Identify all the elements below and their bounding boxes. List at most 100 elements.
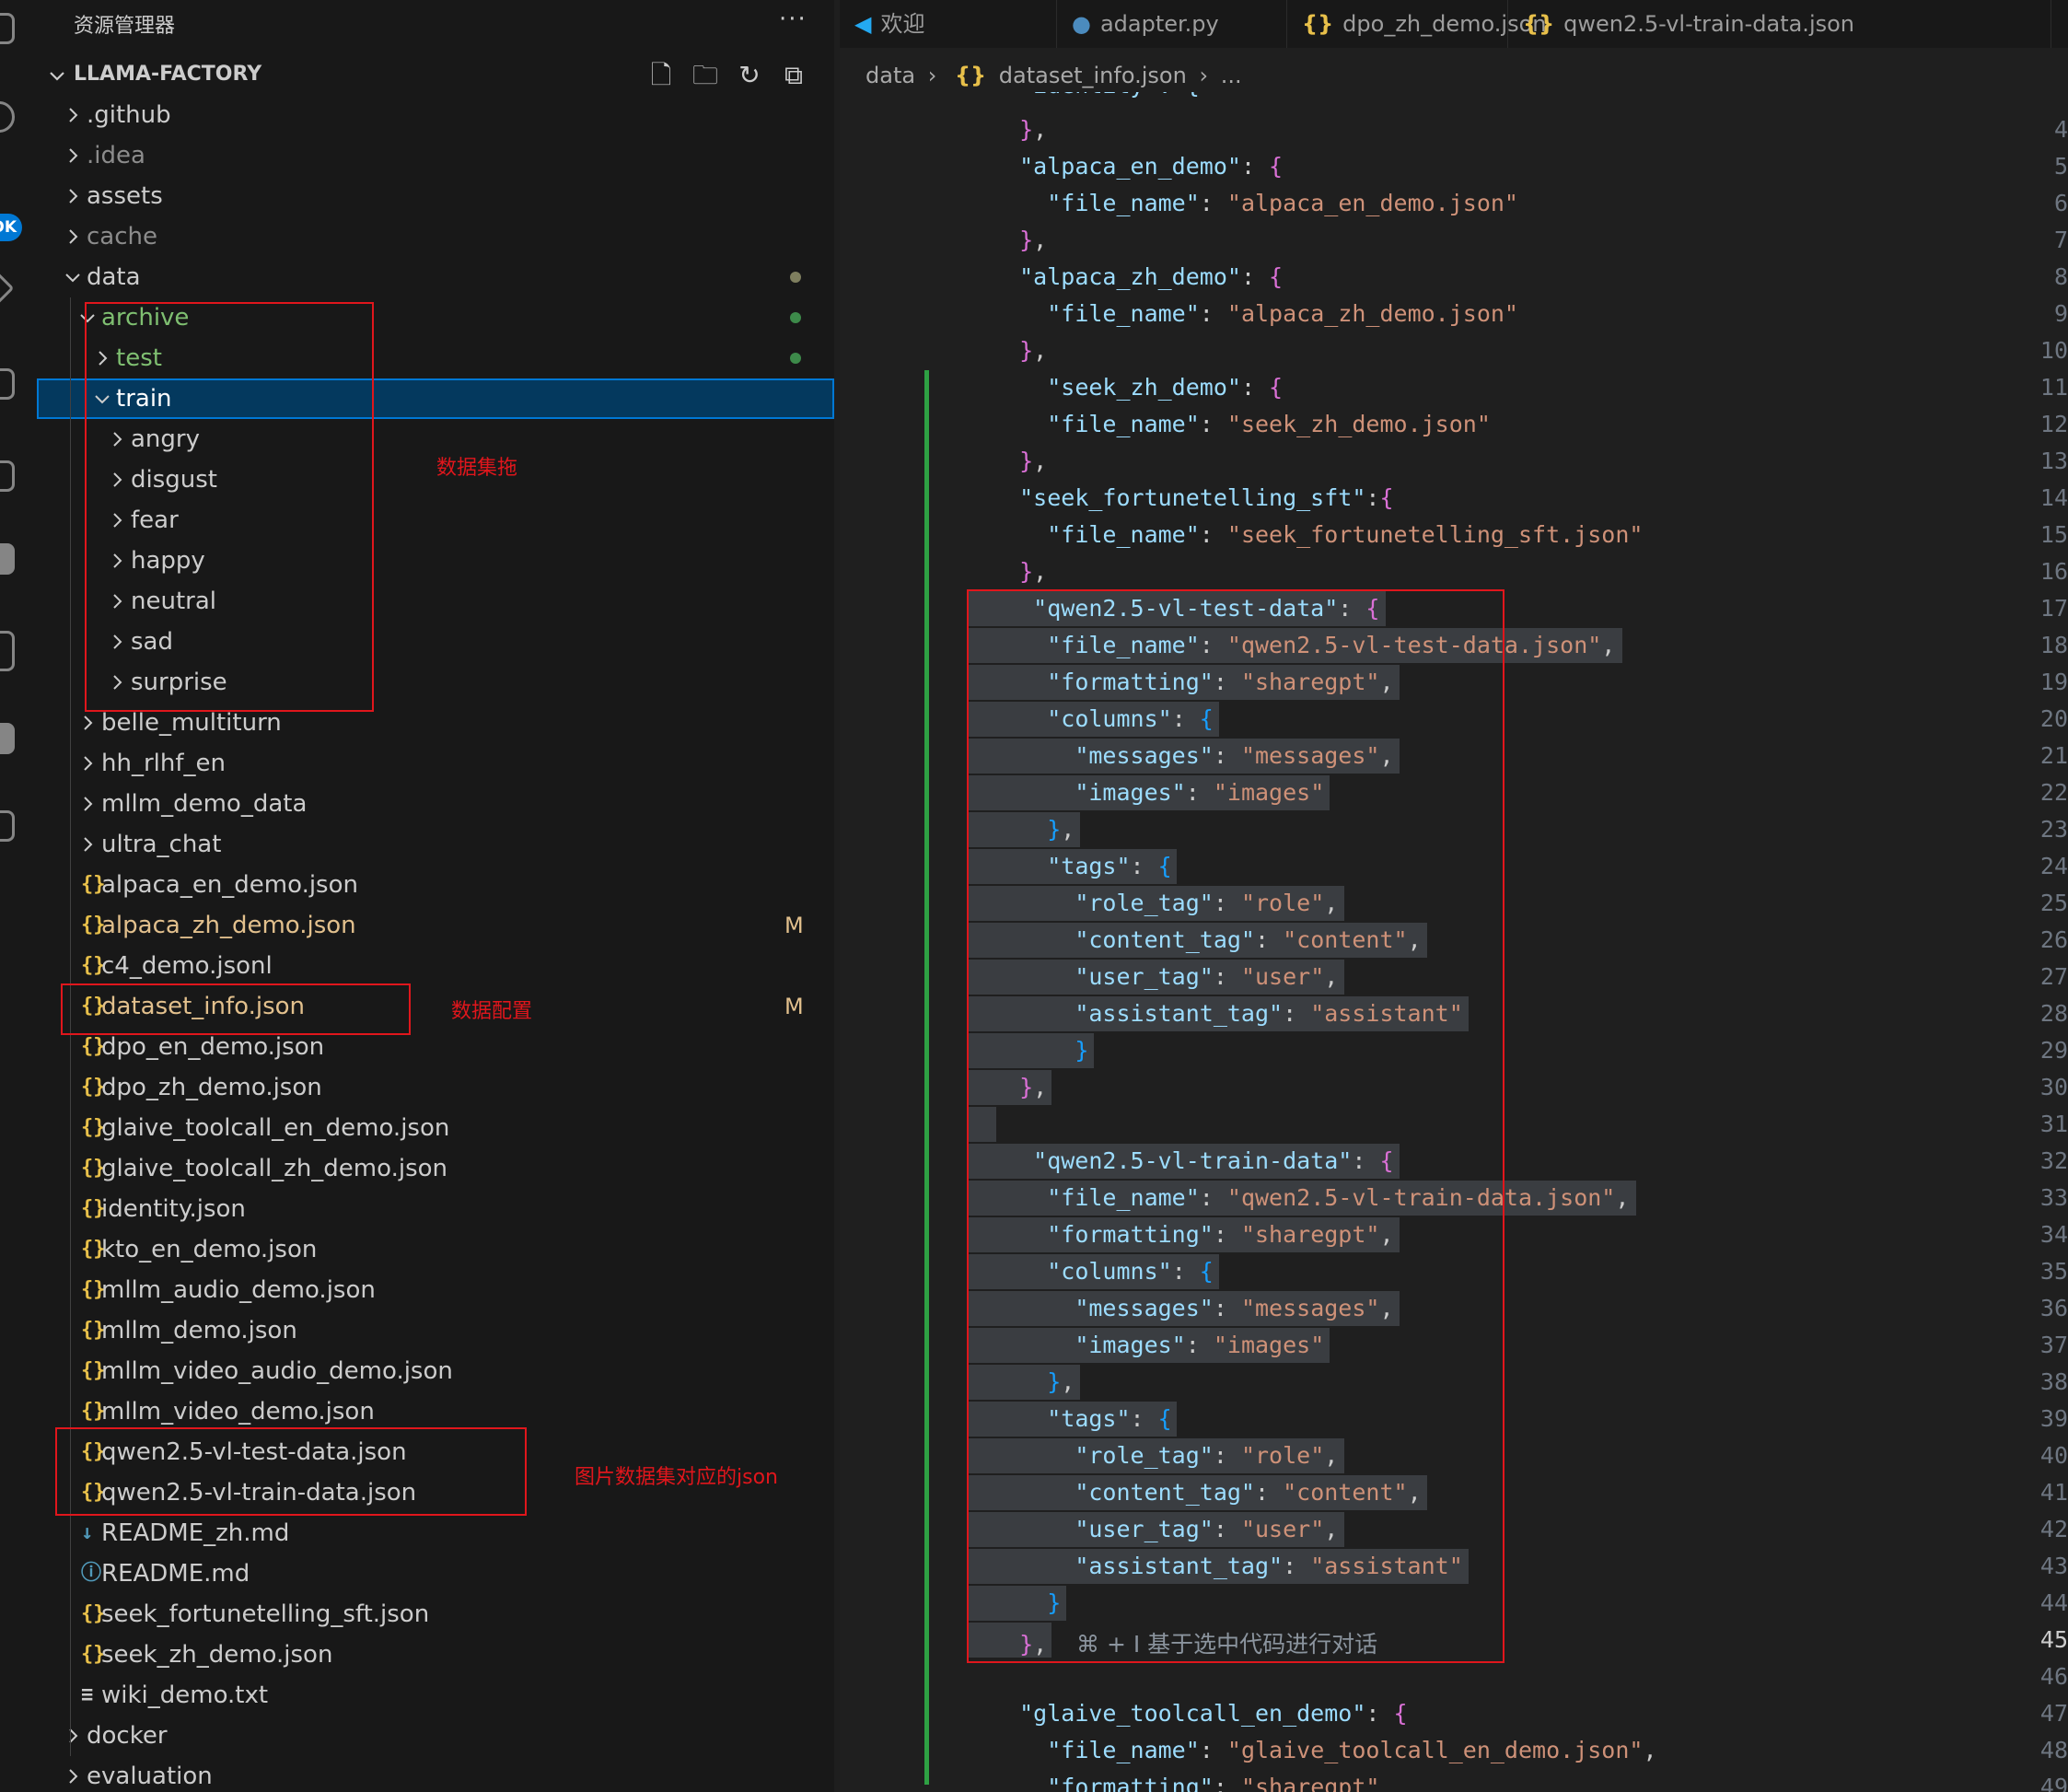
- refresh-icon[interactable]: ↻: [738, 60, 761, 90]
- editor-tab[interactable]: {}dpo_zh_demo.json: [1287, 0, 1546, 48]
- new-folder-icon[interactable]: 🗀: [691, 60, 718, 90]
- tree-file[interactable]: {}mllm_audio_demo.json: [37, 1270, 834, 1310]
- json-file-icon: {}: [81, 1440, 106, 1463]
- tree-folder[interactable]: belle_multiturn: [37, 703, 834, 743]
- tree-folder[interactable]: neutral: [37, 581, 834, 622]
- new-file-icon[interactable]: 🗋: [650, 60, 672, 90]
- run-debug-icon[interactable]: [0, 271, 15, 306]
- explorer-title: 资源管理器: [74, 15, 176, 38]
- explorer-toolbar: 🗋 🗀 ↻ ⧉: [645, 59, 821, 92]
- tree-item-label: ultra_chat: [101, 831, 222, 858]
- tree-file[interactable]: {}mllm_video_demo.json: [37, 1391, 834, 1432]
- tree-file[interactable]: ≡wiki_demo.txt: [37, 1675, 834, 1716]
- tree-folder[interactable]: mllm_demo_data: [37, 784, 834, 824]
- editor-tab[interactable]: {}qwen2.5-vl-train-data.json: [1508, 0, 2051, 48]
- selection-highlight: [969, 1402, 1178, 1437]
- tree-file[interactable]: {}glaive_toolcall_zh_demo.json: [37, 1148, 834, 1189]
- tree-file[interactable]: {}qwen2.5-vl-test-data.json: [37, 1432, 834, 1472]
- tree-item-label: archive: [101, 304, 190, 332]
- tree-folder[interactable]: angry: [37, 419, 834, 460]
- python-env-icon[interactable]: [0, 723, 15, 754]
- tree-item-label: README.md: [101, 1560, 250, 1588]
- tree-folder[interactable]: train: [37, 378, 834, 419]
- chevron-right-icon: [113, 472, 122, 487]
- json-file-icon: {}: [81, 1197, 106, 1220]
- tree-file[interactable]: {}glaive_toolcall_en_demo.json: [37, 1108, 834, 1148]
- tree-file[interactable]: {}identity.json: [37, 1189, 834, 1229]
- markdown-file-icon: ↓: [81, 1521, 94, 1544]
- tree-item-label: kto_en_demo.json: [101, 1236, 318, 1263]
- tree-file[interactable]: {}mllm_video_audio_demo.json: [37, 1351, 834, 1391]
- remote-icon[interactable]: [0, 543, 15, 575]
- tab-label: dpo_zh_demo.json: [1342, 11, 1547, 37]
- testing-icon[interactable]: [0, 460, 15, 492]
- more-actions-icon[interactable]: ···: [779, 6, 807, 33]
- tree-file[interactable]: {}kto_en_demo.json: [37, 1229, 834, 1270]
- code-line: "content_tag": "content",: [1075, 926, 1422, 953]
- inline-chat-hint[interactable]: ⌘ + I 基于选中代码进行对话: [1047, 1631, 1378, 1658]
- breadcrumb-file[interactable]: dataset_info.json: [998, 63, 1187, 88]
- git-status-dot: [790, 353, 801, 364]
- code-line: "columns": {: [1047, 1258, 1214, 1285]
- tree-file[interactable]: {}dpo_en_demo.json: [37, 1027, 834, 1067]
- project-header[interactable]: LLAMA-FACTORY 🗋🗀↻⧉: [37, 57, 834, 94]
- tree-item-label: dpo_zh_demo.json: [101, 1074, 322, 1101]
- tree-folder[interactable]: ultra_chat: [37, 824, 834, 865]
- extensions-icon[interactable]: [0, 368, 15, 400]
- code-editor[interactable]: "identity": {4 },5 "alpaca_en_demo": {6 …: [840, 92, 2068, 1792]
- chevron-right-icon: [69, 1728, 78, 1743]
- tree-file[interactable]: {}alpaca_en_demo.json: [37, 865, 834, 905]
- tree-folder[interactable]: .github: [37, 95, 834, 135]
- line-number: 33: [2039, 1184, 2068, 1211]
- tree-folder[interactable]: archive: [37, 297, 834, 338]
- line-number: 27: [2039, 963, 2068, 990]
- tree-file[interactable]: {}qwen2.5-vl-train-data.json: [37, 1472, 834, 1513]
- tree-folder[interactable]: assets: [37, 176, 834, 216]
- tree-folder[interactable]: hh_rlhf_en: [37, 743, 834, 784]
- line-number: 21: [2039, 742, 2068, 769]
- tree-file[interactable]: ↓README_zh.md: [37, 1513, 834, 1553]
- json-file-icon: {}: [81, 1602, 106, 1625]
- tree-item-label: mllm_video_demo.json: [101, 1398, 375, 1425]
- json-icon: {}: [1523, 11, 1555, 37]
- tab-label: 欢迎: [880, 11, 925, 37]
- tree-file[interactable]: {}dpo_zh_demo.json: [37, 1067, 834, 1108]
- collapse-all-icon[interactable]: ⧉: [784, 60, 803, 90]
- breadcrumb[interactable]: data › {} dataset_info.json › ...: [866, 63, 1242, 88]
- git-graph-icon[interactable]: [0, 810, 15, 842]
- tree-file[interactable]: {}seek_fortunetelling_sft.json: [37, 1594, 834, 1635]
- editor-tab[interactable]: ◀欢迎: [840, 0, 1057, 48]
- tree-folder[interactable]: surprise: [37, 662, 834, 703]
- selection-highlight: [969, 591, 1386, 626]
- tree-folder[interactable]: cache: [37, 216, 834, 257]
- line-number: 39: [2039, 1405, 2068, 1432]
- selection-highlight: [969, 1033, 1094, 1068]
- docker-icon[interactable]: [0, 631, 15, 671]
- tree-item-label: seek_zh_demo.json: [101, 1641, 333, 1669]
- chevron-down-icon: [95, 395, 110, 404]
- tree-file[interactable]: {}seek_zh_demo.json: [37, 1635, 834, 1675]
- search-icon[interactable]: [0, 101, 15, 133]
- tree-folder[interactable]: fear: [37, 500, 834, 541]
- tree-folder[interactable]: sad: [37, 622, 834, 662]
- tree-folder[interactable]: disgust: [37, 460, 834, 500]
- tree-folder[interactable]: .idea: [37, 135, 834, 176]
- tree-folder[interactable]: evaluation: [37, 1756, 834, 1792]
- breadcrumb-folder[interactable]: data: [866, 63, 916, 88]
- breadcrumb-tail[interactable]: ...: [1220, 63, 1242, 88]
- explorer-icon[interactable]: [0, 13, 15, 44]
- tree-folder[interactable]: happy: [37, 541, 834, 581]
- tree-folder[interactable]: data: [37, 257, 834, 297]
- tree-file[interactable]: {}mllm_demo.json: [37, 1310, 834, 1351]
- tree-folder[interactable]: docker: [37, 1716, 834, 1756]
- editor-tab[interactable]: ●adapter.py: [1057, 0, 1287, 48]
- code-line: "file_name": "qwen2.5-vl-test-data.json"…: [1047, 632, 1616, 658]
- code-line: "messages": "messages",: [1075, 742, 1394, 769]
- selection-highlight: [969, 628, 1622, 663]
- line-number: 30: [2039, 1074, 2068, 1100]
- tree-file[interactable]: {}c4_demo.jsonl: [37, 946, 834, 986]
- tree-folder[interactable]: test: [37, 338, 834, 378]
